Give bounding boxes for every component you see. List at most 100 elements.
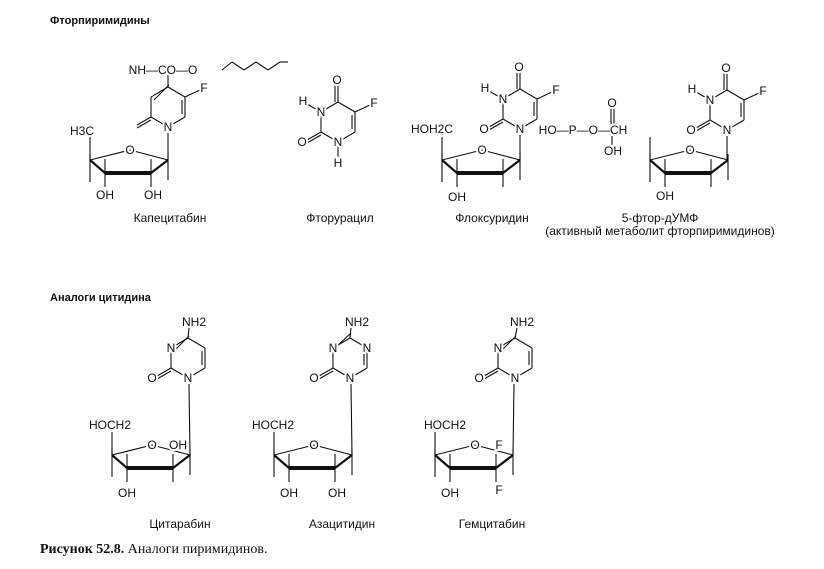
double-bond [136, 116, 152, 126]
hydroxyl-group: OH [118, 486, 136, 500]
nitrogen-atom: N [363, 341, 372, 355]
oxygen-atom: O [147, 371, 156, 385]
double-bond [306, 131, 322, 141]
bond [151, 444, 191, 456]
bond [500, 335, 517, 352]
bond [167, 116, 186, 128]
oxygen-atom: O [332, 73, 341, 87]
bond [488, 90, 504, 100]
phosphoryl-oxygen: O [607, 96, 616, 110]
double-bond [156, 370, 172, 380]
bond [89, 159, 106, 174]
bond [709, 89, 728, 101]
bond [306, 103, 322, 113]
oxygen-atom: O [479, 122, 488, 136]
bond [474, 444, 514, 456]
pentyl-chain-bond [243, 61, 257, 71]
double-bond [136, 119, 152, 129]
hydrogen-atom: H [481, 81, 490, 95]
double-bond [483, 367, 499, 377]
nitrogen-atom: N [723, 123, 732, 137]
drug-name-cytarabine: Цитарабин [149, 517, 210, 531]
bond [726, 119, 745, 131]
methyl-group: H3C [70, 124, 94, 138]
bond [349, 337, 368, 349]
bond [111, 444, 153, 456]
bond [313, 444, 353, 456]
drug-name-floxuridine: Флоксуридин [455, 211, 529, 225]
amino-group: NH2 [510, 315, 534, 329]
fluorine-atom: F [495, 438, 502, 452]
drug-name-gemcitabine: Гемцитабин [459, 517, 525, 531]
bond [335, 333, 351, 348]
bond [514, 367, 533, 379]
bond [349, 327, 352, 339]
double-bond [488, 121, 504, 131]
bond [188, 383, 191, 456]
nitrogen-atom: N [334, 135, 343, 149]
ring-oxygen-atom: O [477, 143, 486, 157]
hydroxymethyl-group: HOCH2 [89, 418, 131, 432]
bond [441, 159, 458, 174]
fluorine-atom: F [200, 81, 207, 95]
bond [743, 92, 760, 101]
double-bond [488, 118, 504, 128]
bond [332, 367, 351, 379]
bond [187, 327, 190, 339]
bond [337, 131, 356, 143]
double-bond [318, 370, 334, 380]
hydrogen-atom: H [334, 156, 343, 170]
bond [695, 91, 711, 101]
ring-oxygen-atom: O [309, 438, 318, 452]
nitrogen-atom: N [164, 120, 173, 134]
bond [170, 367, 189, 379]
hydroxyl-group: OH [144, 188, 162, 202]
bond [502, 159, 521, 174]
pentyl-chain-bond [221, 61, 233, 71]
drug-name-azacitidine: Азацитидин [309, 517, 375, 531]
bond [89, 149, 131, 161]
bond [689, 149, 729, 161]
hydrogen-atom: H [299, 94, 308, 108]
bond [320, 131, 339, 143]
bond [350, 383, 353, 456]
bond [129, 149, 169, 161]
bond [519, 88, 538, 100]
bond [710, 159, 729, 174]
hydroxymethyl-group: HOH2C [411, 122, 453, 136]
hydroxyl-group: OH [328, 486, 346, 500]
nitrogen-atom: N [499, 92, 508, 106]
fluorine-atom: F [552, 83, 559, 97]
bond [167, 86, 186, 98]
oxygen-atom: O [309, 371, 318, 385]
section-title-cytidine-analogs: Аналоги цитидина [50, 292, 152, 304]
bond [649, 159, 666, 174]
nitrogen-atom: N [494, 341, 503, 355]
oxygen-atom: O [297, 135, 306, 149]
bond [337, 101, 356, 113]
hydroxymethyl-group: HOCH2 [424, 418, 466, 432]
double-bond [306, 134, 322, 144]
figure-caption: Рисунок 52.8. Аналоги пиримидинов. [40, 542, 268, 557]
ring-oxygen-atom: O [125, 143, 134, 157]
bonds-layer [89, 61, 760, 482]
hydroxyl-group: OH [656, 189, 674, 203]
bond [187, 367, 206, 379]
bond [514, 337, 533, 349]
ring-oxygen-atom: O [147, 438, 156, 452]
bond [502, 118, 521, 130]
nitrogen-atom: N [516, 122, 525, 136]
hydroxyl-group: OH [280, 486, 298, 500]
drug-name-fluorouracil: Фторурацил [306, 211, 374, 225]
caption-label: Рисунок 52.8. [40, 542, 124, 557]
fluorine-atom: F [495, 483, 502, 497]
double-bond [156, 367, 172, 377]
bond [536, 91, 553, 100]
ring-oxygen-atom: O [685, 143, 694, 157]
bond [320, 101, 339, 113]
bond [709, 119, 728, 131]
caption-text: Аналоги пиримидинов. [124, 542, 267, 557]
bond [726, 89, 745, 101]
pentyl-chain-bond [255, 61, 269, 71]
